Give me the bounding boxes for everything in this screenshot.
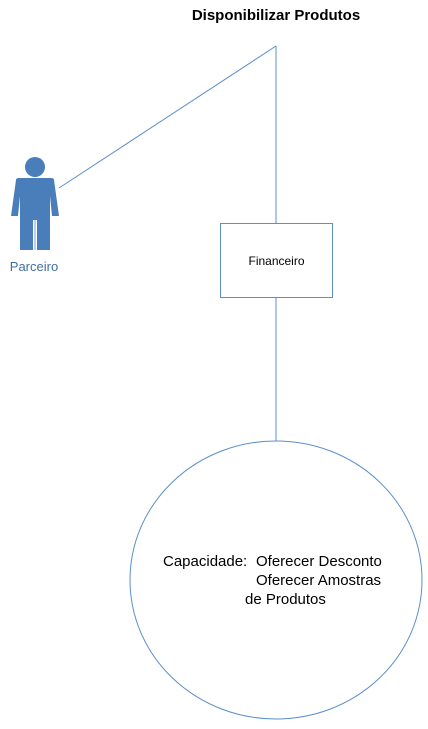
capacity-item-discount: Oferecer Desconto: [256, 553, 382, 570]
capacity-item-samples: Oferecer Amostras: [256, 572, 382, 589]
actor-connector-line: [58, 45, 277, 189]
diagram-title: Disponibilizar Produtos: [191, 7, 361, 24]
capacity-circle: [129, 440, 423, 720]
capacity-item-samples-continued: de Produtos: [245, 591, 326, 608]
capacity-label: Capacidade:: [163, 553, 248, 570]
financeiro-box: Financeiro: [220, 223, 333, 298]
financeiro-label: Financeiro: [248, 253, 305, 268]
actor-label: Parceiro: [9, 259, 59, 274]
person-icon: [11, 157, 59, 250]
